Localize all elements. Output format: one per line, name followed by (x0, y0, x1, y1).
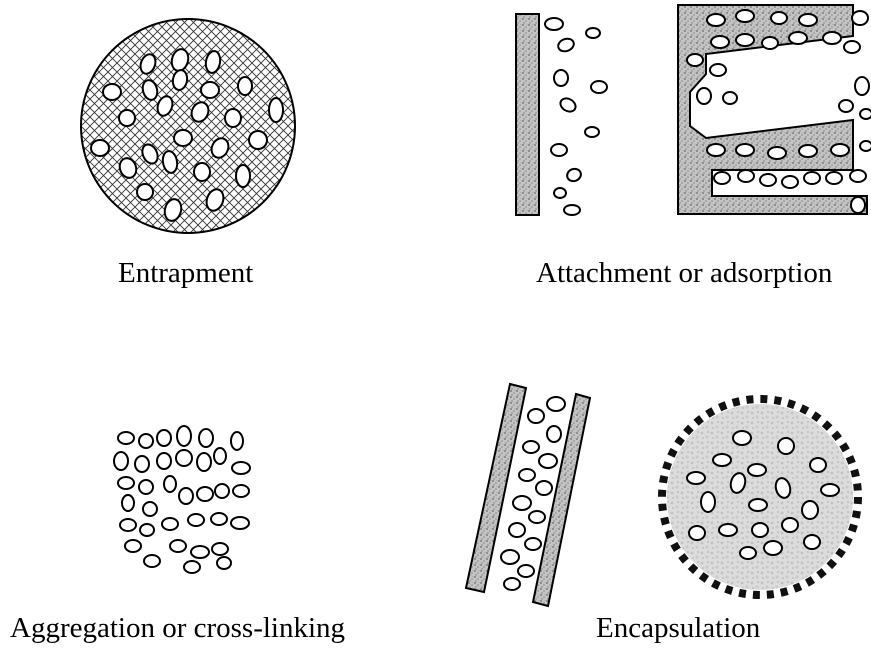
membrane-tube-figure (466, 384, 590, 606)
capsule-body (667, 404, 853, 590)
entrapment-label: Entrapment (118, 259, 253, 288)
aggregation-figure (114, 426, 250, 573)
membrane-wall-right (533, 394, 590, 606)
entrapment-figure (81, 19, 295, 233)
aggregation-label: Aggregation or cross-linking (10, 614, 345, 643)
encapsulation-label: Encapsulation (596, 614, 760, 643)
attachment-support-plate (516, 14, 539, 215)
entrapment-matrix (81, 19, 295, 233)
attachment-figure (516, 5, 871, 215)
encapsulation-capsule-figure (662, 399, 858, 595)
attachment-label: Attachment or adsorption (536, 259, 832, 288)
attachment-plate-cells (545, 18, 607, 215)
